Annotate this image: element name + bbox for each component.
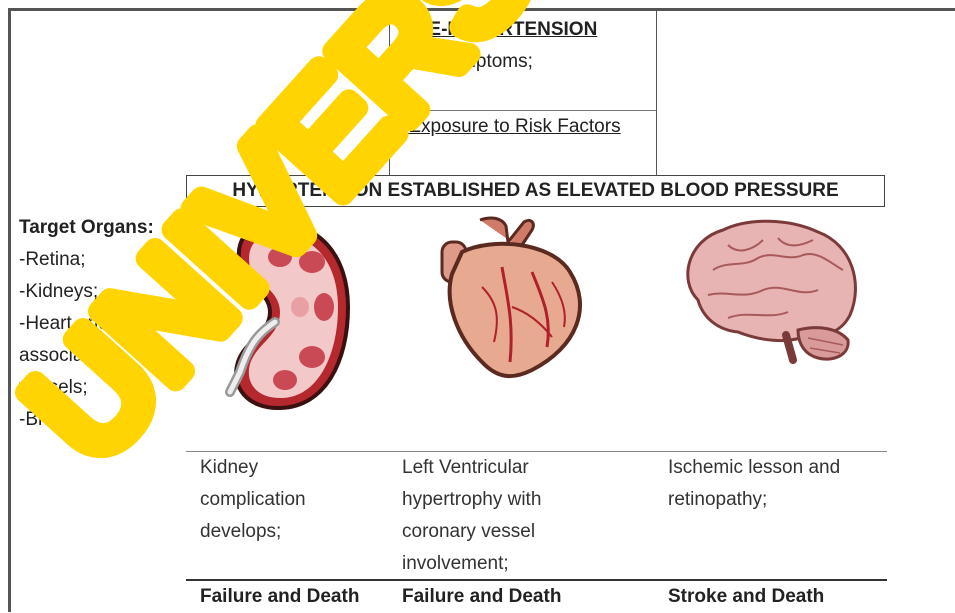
kidney-complication-line: Kidney [200, 452, 306, 484]
brain-outcome: Stroke and Death [668, 581, 824, 613]
heart-complication-line: coronary vessel [402, 516, 541, 548]
brain-complication-text: Ischemic lesson and retinopathy; [668, 452, 840, 516]
organ-item-associated: associated [19, 340, 154, 372]
brain-complication-line: Ischemic lesson and [668, 452, 840, 484]
heart-complication-line: Left Ventricular [402, 452, 541, 484]
no-symptoms-text: -No Symptoms; [402, 46, 533, 78]
hypertension-banner: HYPERTENSION ESTABLISHED AS ELEVATED BLO… [186, 175, 885, 207]
heart-outcome: Failure and Death [402, 581, 561, 613]
heart-complication-text: Left Ventricular hypertrophy with corona… [402, 452, 541, 580]
organ-item-brain: -Brain. [19, 404, 154, 436]
frame-top-border [8, 8, 955, 11]
brain-complication-line: retinopathy; [668, 484, 840, 516]
pre-box-left-line [389, 10, 390, 175]
exposure-risk-text: -Exposure to Risk Factors [402, 111, 621, 143]
kidney-complication-line: develops; [200, 516, 306, 548]
target-organs-list: Target Organs: -Retina; -Kidneys; -Heart… [19, 212, 154, 436]
pre-box-right-line [656, 10, 657, 175]
heart-complication-line: involvement; [402, 548, 541, 580]
organ-item-vessels: vessels; [19, 372, 154, 404]
brain-icon [668, 210, 873, 378]
kidney-outcome: Failure and Death [200, 581, 359, 613]
kidney-complication-text: Kidney complication develops; [200, 452, 306, 548]
heart-complication-line: hypertrophy with [402, 484, 541, 516]
organ-item-heart: -Heart and [19, 308, 154, 340]
heart-icon [402, 212, 612, 387]
organ-item-retina: -Retina; [19, 244, 154, 276]
organ-item-kidneys: -Kidneys; [19, 276, 154, 308]
target-organs-heading: Target Organs: [19, 212, 154, 244]
kidney-icon [200, 212, 358, 417]
frame-left-border [8, 8, 11, 612]
kidney-complication-line: complication [200, 484, 306, 516]
pre-hypertension-title: PRE-HYPERTENSION [402, 14, 597, 46]
